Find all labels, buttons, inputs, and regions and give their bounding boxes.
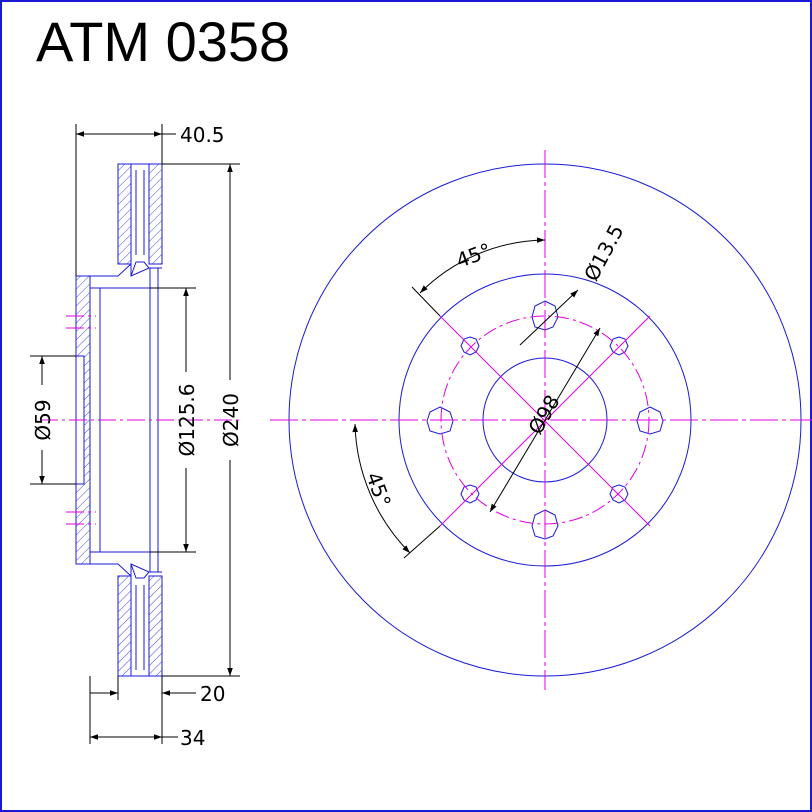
- section-centerlines: [40, 315, 240, 525]
- bolt-hole-large: [636, 406, 664, 435]
- bolt-hole-large: [426, 406, 454, 435]
- dim-bolt-hole-diameter: Ø13.5: [579, 220, 628, 284]
- dim-hat-diameter: Ø125.6: [175, 384, 199, 457]
- dim-angle-left: 45°: [361, 469, 396, 511]
- dim-disc-diameter: Ø240: [219, 393, 243, 447]
- bolt-hole-small: [460, 336, 480, 356]
- dim-disc-thickness: 20: [200, 682, 225, 706]
- bolt-holes: [426, 300, 664, 540]
- bolt-hole-small: [609, 484, 629, 504]
- front-dimension-lines: [352, 237, 601, 559]
- bolt-hole-small: [460, 484, 480, 504]
- dim-total-height: 34: [180, 726, 205, 750]
- bolt-hole-large: [531, 509, 559, 540]
- section-dimension-lines: [30, 124, 240, 744]
- part-number-title: ATM 0358: [36, 10, 291, 73]
- dim-pilot-bore: Ø59: [31, 399, 55, 440]
- front-view: 45° Ø13.5 Ø98 45°: [270, 150, 812, 690]
- dim-angle-top: 45°: [453, 238, 495, 273]
- section-view: 40.5 Ø59 Ø125.6 Ø240 20 34: [30, 123, 243, 750]
- dim-hat-height: 40.5: [180, 123, 225, 147]
- bolt-hole-small: [609, 336, 629, 356]
